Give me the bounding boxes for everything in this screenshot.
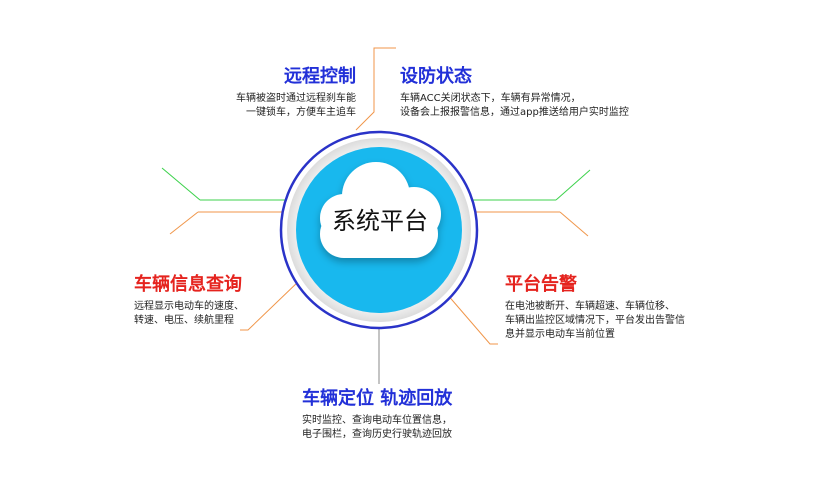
feature-desc: 在电池被断开、车辆超速、车辆位移、 车辆出监控区域情况下，平台发出告警信 息并显… xyxy=(505,300,685,342)
connector-left-orange-tail xyxy=(169,211,199,235)
desc-line: 息并显示电动车当前位置 xyxy=(505,329,615,340)
cloud-icon xyxy=(320,162,441,258)
feature-desc: 车辆ACC关闭状态下，车辆有异常情况， 设备会上报报警信息，通过app推送给用户… xyxy=(400,92,629,120)
desc-line: 车辆ACC关闭状态下，车辆有异常情况， xyxy=(400,93,581,104)
feature-remote-control: 远程控制 车辆被盗时通过远程刹车能 一键锁车，方便车主追车 xyxy=(236,66,356,120)
feature-platform-alarm: 平台告警 在电池被断开、车辆超速、车辆位移、 车辆出监控区域情况下，平台发出告警… xyxy=(505,274,685,342)
feature-title: 车辆信息查询 xyxy=(134,274,242,295)
desc-line: 车辆被盗时通过远程刹车能 xyxy=(236,93,356,104)
feature-defense-status: 设防状态 车辆ACC关闭状态下，车辆有异常情况， 设备会上报报警信息，通过app… xyxy=(400,66,629,120)
feature-title: 车辆定位 轨迹回放 xyxy=(302,388,453,409)
connector-bottom-left xyxy=(240,279,301,331)
connector-bottom-right xyxy=(439,285,498,345)
feature-title: 远程控制 xyxy=(284,66,356,87)
desc-line: 实时监控、查询电动车位置信息， xyxy=(302,415,452,426)
hub-label: 系统平台 xyxy=(332,207,428,235)
desc-line: 车辆出监控区域情况下，平台发出告警信 xyxy=(505,315,685,326)
feature-desc: 实时监控、查询电动车位置信息， 电子围栏，查询历史行驶轨迹回放 xyxy=(302,414,452,442)
feature-positioning: 车辆定位 轨迹回放 实时监控、查询电动车位置信息， 电子围栏，查询历史行驶轨迹回… xyxy=(302,388,452,442)
feature-vehicle-info: 车辆信息查询 远程显示电动车的速度、 转速、电压、续航里程 xyxy=(134,274,244,328)
connector-right-green-tail xyxy=(555,169,591,201)
desc-line: 远程显示电动车的速度、 xyxy=(134,301,244,312)
connector-top-left xyxy=(355,47,396,131)
desc-line: 电子围栏，查询历史行驶轨迹回放 xyxy=(302,429,452,440)
connector-left-green-tail xyxy=(161,167,201,201)
feature-desc: 车辆被盗时通过远程刹车能 一键锁车，方便车主追车 xyxy=(236,92,356,120)
feature-desc: 远程显示电动车的速度、 转速、电压、续航里程 xyxy=(134,300,244,328)
feature-title: 设防状态 xyxy=(400,66,472,87)
desc-line: 在电池被断开、车辆超速、车辆位移、 xyxy=(505,301,675,312)
feature-title: 平台告警 xyxy=(505,274,577,295)
desc-line: 转速、电压、续航里程 xyxy=(134,315,234,326)
desc-line: 一键锁车，方便车主追车 xyxy=(246,107,356,118)
desc-line: 设备会上报报警信息，通过app推送给用户实时监控 xyxy=(400,107,629,118)
connector-right-orange-tail xyxy=(559,211,589,237)
